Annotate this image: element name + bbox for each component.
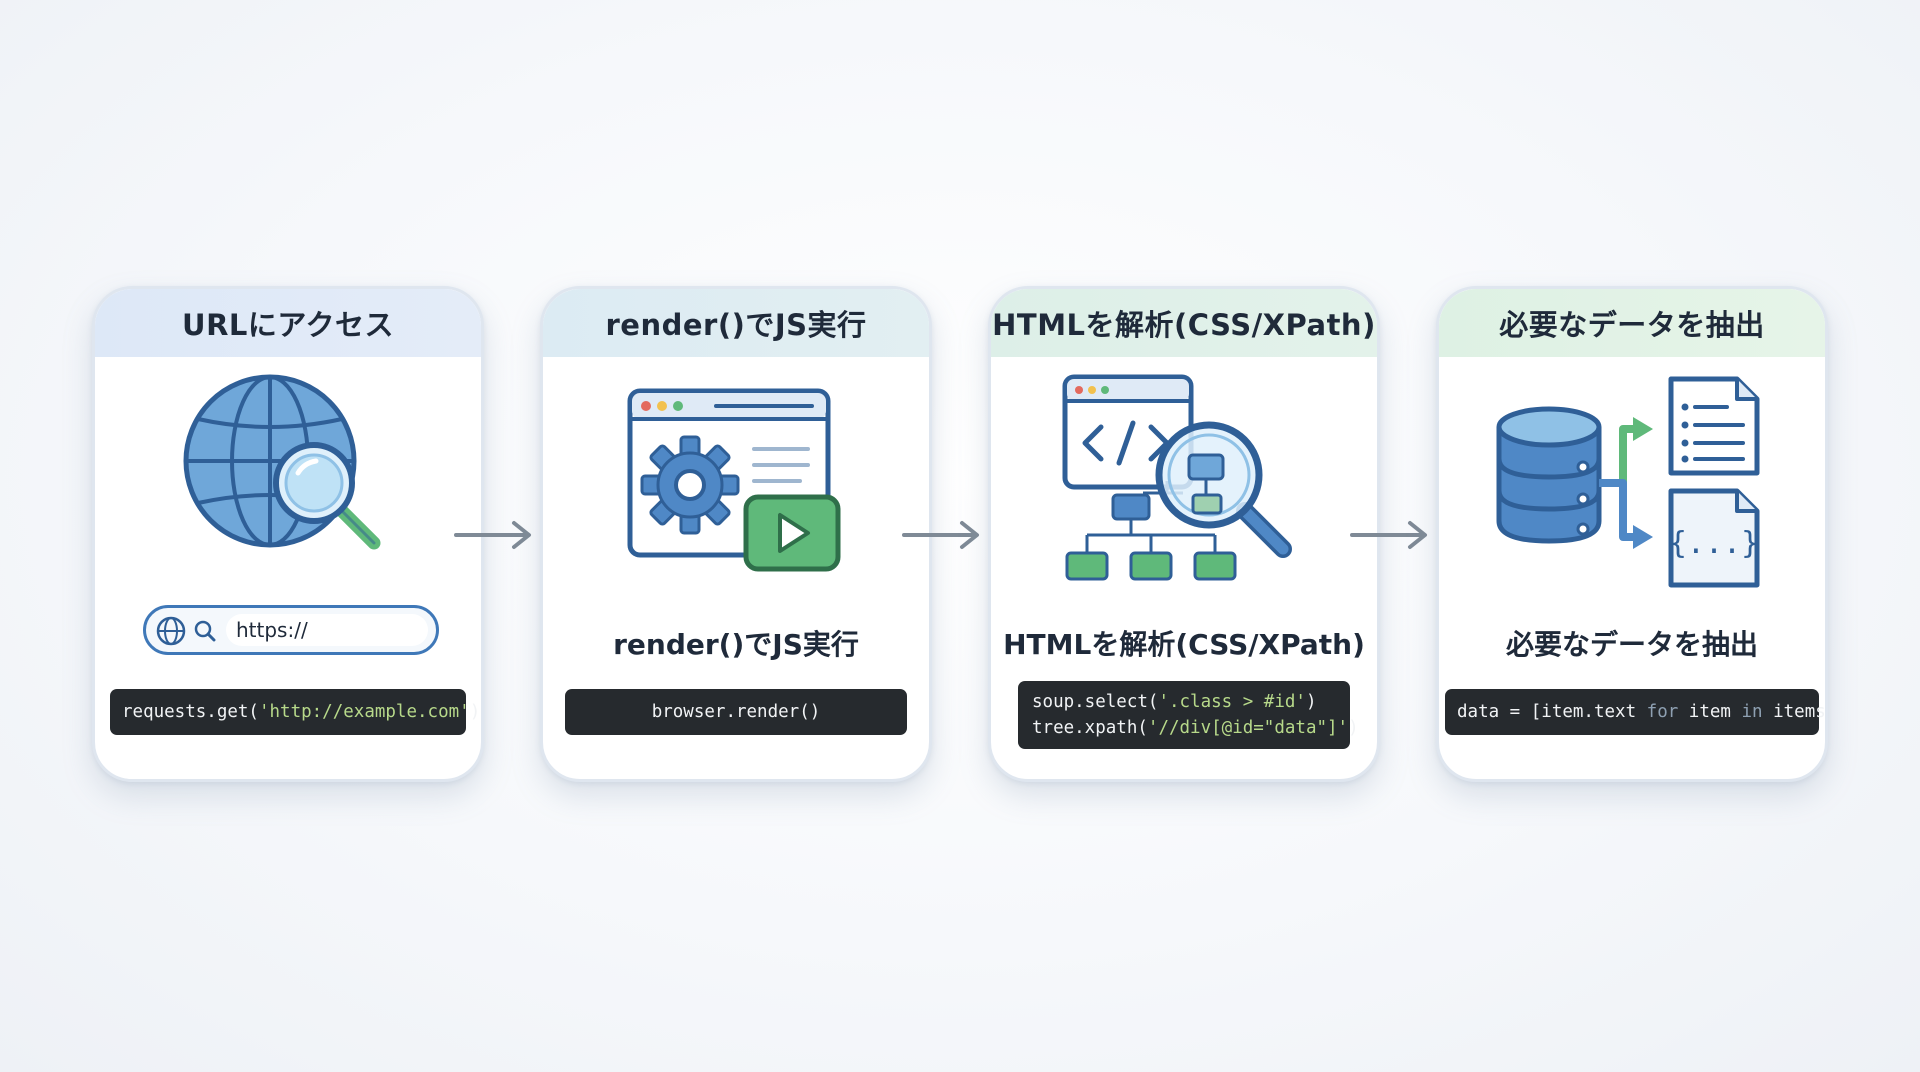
globe-icon <box>183 374 381 550</box>
code-snippet: data = [item.text for item in items] <box>1445 689 1825 735</box>
code-snippet: browser.render() <box>565 689 907 735</box>
step-subtitle: render()でJS実行 <box>613 628 859 661</box>
magnifier-icon <box>1155 421 1292 558</box>
step-card-extract-data: 必要なデータを抽出 <box>1436 286 1828 782</box>
database-icon <box>1496 406 1602 544</box>
step-card-render-js: render()でJS実行 <box>540 286 932 782</box>
step-title: HTMLを解析(CSS/XPath) <box>991 289 1377 357</box>
url-bar[interactable]: https:// <box>143 605 439 655</box>
step-title: 必要なデータを抽出 <box>1439 289 1825 357</box>
code-window-icon <box>1062 374 1292 581</box>
step-title: URLにアクセス <box>95 289 481 357</box>
svg-text:{...}: {...} <box>1669 526 1759 561</box>
arrow-right-icon <box>1350 521 1427 549</box>
search-icon <box>194 620 216 642</box>
tree-icon <box>1065 481 1237 581</box>
browser-gear-icon <box>627 388 841 572</box>
step-title: render()でJS実行 <box>543 289 929 357</box>
step-card-parse-html: HTMLを解析(CSS/XPath) <box>988 286 1380 782</box>
code-snippet: requests.get('http://example.com') <box>110 689 480 735</box>
arrow-right-icon <box>902 521 979 549</box>
globe-small-icon <box>156 616 186 646</box>
url-input[interactable]: https:// <box>226 614 428 646</box>
step-subtitle: 必要なデータを抽出 <box>1505 628 1758 661</box>
document-icon <box>1668 376 1760 476</box>
code-snippet: soup.select('.class > #id') tree.xpath('… <box>1018 681 1359 749</box>
step-subtitle: HTMLを解析(CSS/XPath) <box>1003 628 1365 661</box>
magnifier-icon <box>273 442 381 550</box>
step-card-access-url: URLにアクセス <box>92 286 484 782</box>
gear-icon <box>640 435 740 535</box>
play-icon <box>743 494 841 572</box>
json-file-icon: {...} <box>1668 488 1760 588</box>
arrow-right-icon <box>454 521 531 549</box>
